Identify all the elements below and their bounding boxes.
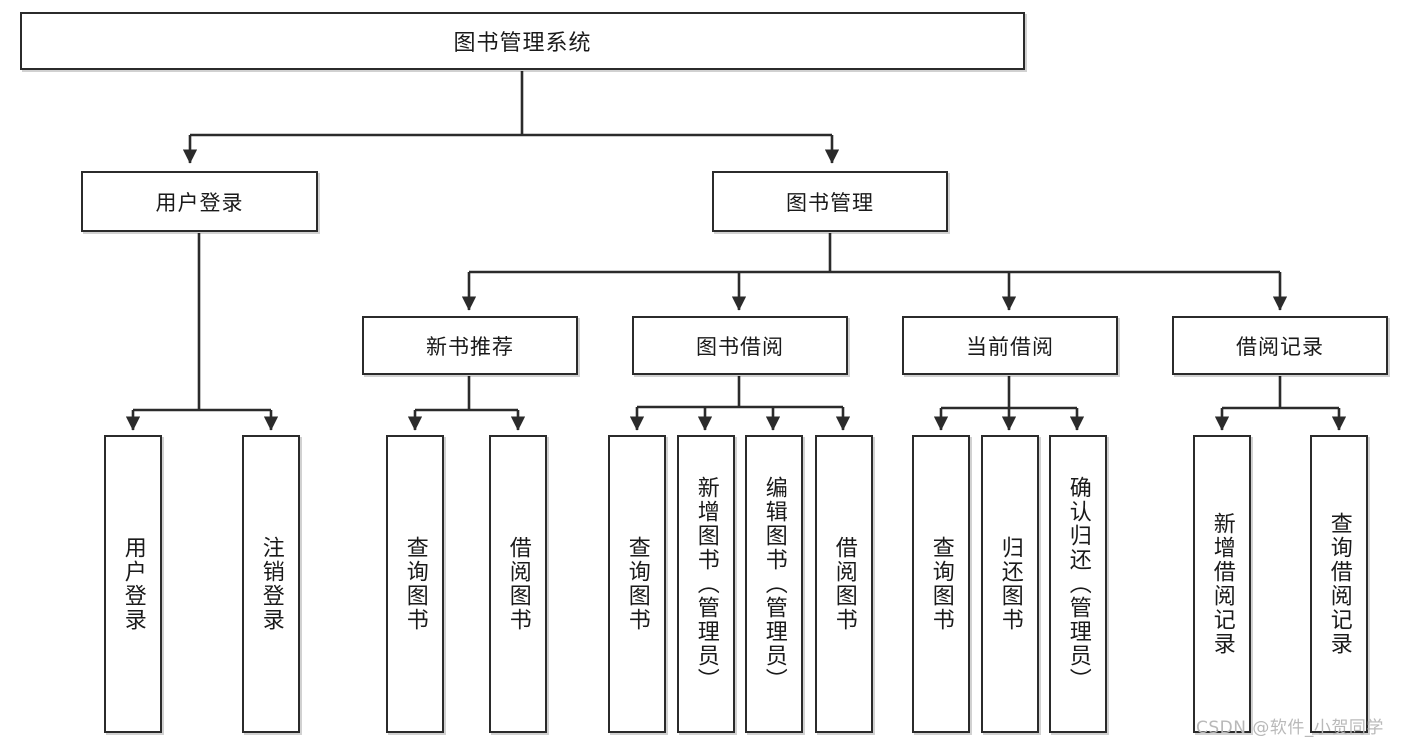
leaf-edit-book-admin[interactable]: 编辑图书（管理员） [745, 435, 803, 733]
leaf-label: 注销登录 [258, 536, 284, 632]
leaf-query-book-recommend[interactable]: 查询图书 [386, 435, 444, 733]
leaf-label: 新增借阅记录 [1209, 512, 1235, 656]
csdn-watermark: CSDN @软件_小贺同学 [1196, 718, 1384, 738]
node-label: 图书管理系统 [453, 31, 592, 56]
node-current-borrow[interactable]: 当前借阅 [902, 316, 1118, 375]
leaf-label: 编辑图书（管理员） [761, 476, 787, 692]
node-new-book-recommend[interactable]: 新书推荐 [362, 316, 578, 375]
leaf-label: 查询借阅记录 [1326, 512, 1352, 656]
leaf-borrow-book-recommend[interactable]: 借阅图书 [489, 435, 547, 733]
node-label: 用户登录 [155, 190, 244, 215]
leaf-query-book-current[interactable]: 查询图书 [912, 435, 970, 733]
leaf-borrow-book[interactable]: 借阅图书 [815, 435, 873, 733]
leaf-label: 查询图书 [624, 536, 650, 632]
node-label: 图书管理 [786, 190, 874, 215]
node-root-system[interactable]: 图书管理系统 [20, 12, 1025, 70]
leaf-label: 新增图书（管理员） [693, 476, 719, 692]
leaf-add-borrow-record[interactable]: 新增借阅记录 [1193, 435, 1251, 733]
leaf-query-borrow-record[interactable]: 查询借阅记录 [1310, 435, 1368, 733]
node-user-login[interactable]: 用户登录 [81, 171, 318, 232]
leaf-query-book-borrow[interactable]: 查询图书 [608, 435, 666, 733]
leaf-confirm-return-admin[interactable]: 确认归还（管理员） [1049, 435, 1107, 733]
leaf-label: 查询图书 [402, 536, 428, 632]
node-label: 图书借阅 [696, 334, 784, 359]
node-label: 当前借阅 [966, 334, 1054, 359]
leaf-user-login[interactable]: 用户登录 [104, 435, 162, 733]
node-borrow-records[interactable]: 借阅记录 [1172, 316, 1388, 375]
leaf-label: 归还图书 [997, 536, 1023, 632]
leaf-return-book[interactable]: 归还图书 [981, 435, 1039, 733]
node-label: 借阅记录 [1236, 334, 1324, 359]
leaf-label: 借阅图书 [505, 536, 531, 632]
leaf-label: 查询图书 [928, 536, 954, 632]
leaf-label: 用户登录 [120, 536, 146, 632]
node-book-borrow[interactable]: 图书借阅 [632, 316, 848, 375]
node-label: 新书推荐 [426, 334, 514, 359]
leaf-add-book-admin[interactable]: 新增图书（管理员） [677, 435, 735, 733]
leaf-user-logout[interactable]: 注销登录 [242, 435, 300, 733]
node-book-management[interactable]: 图书管理 [712, 171, 948, 232]
leaf-label: 借阅图书 [831, 536, 857, 632]
leaf-label: 确认归还（管理员） [1065, 476, 1091, 692]
